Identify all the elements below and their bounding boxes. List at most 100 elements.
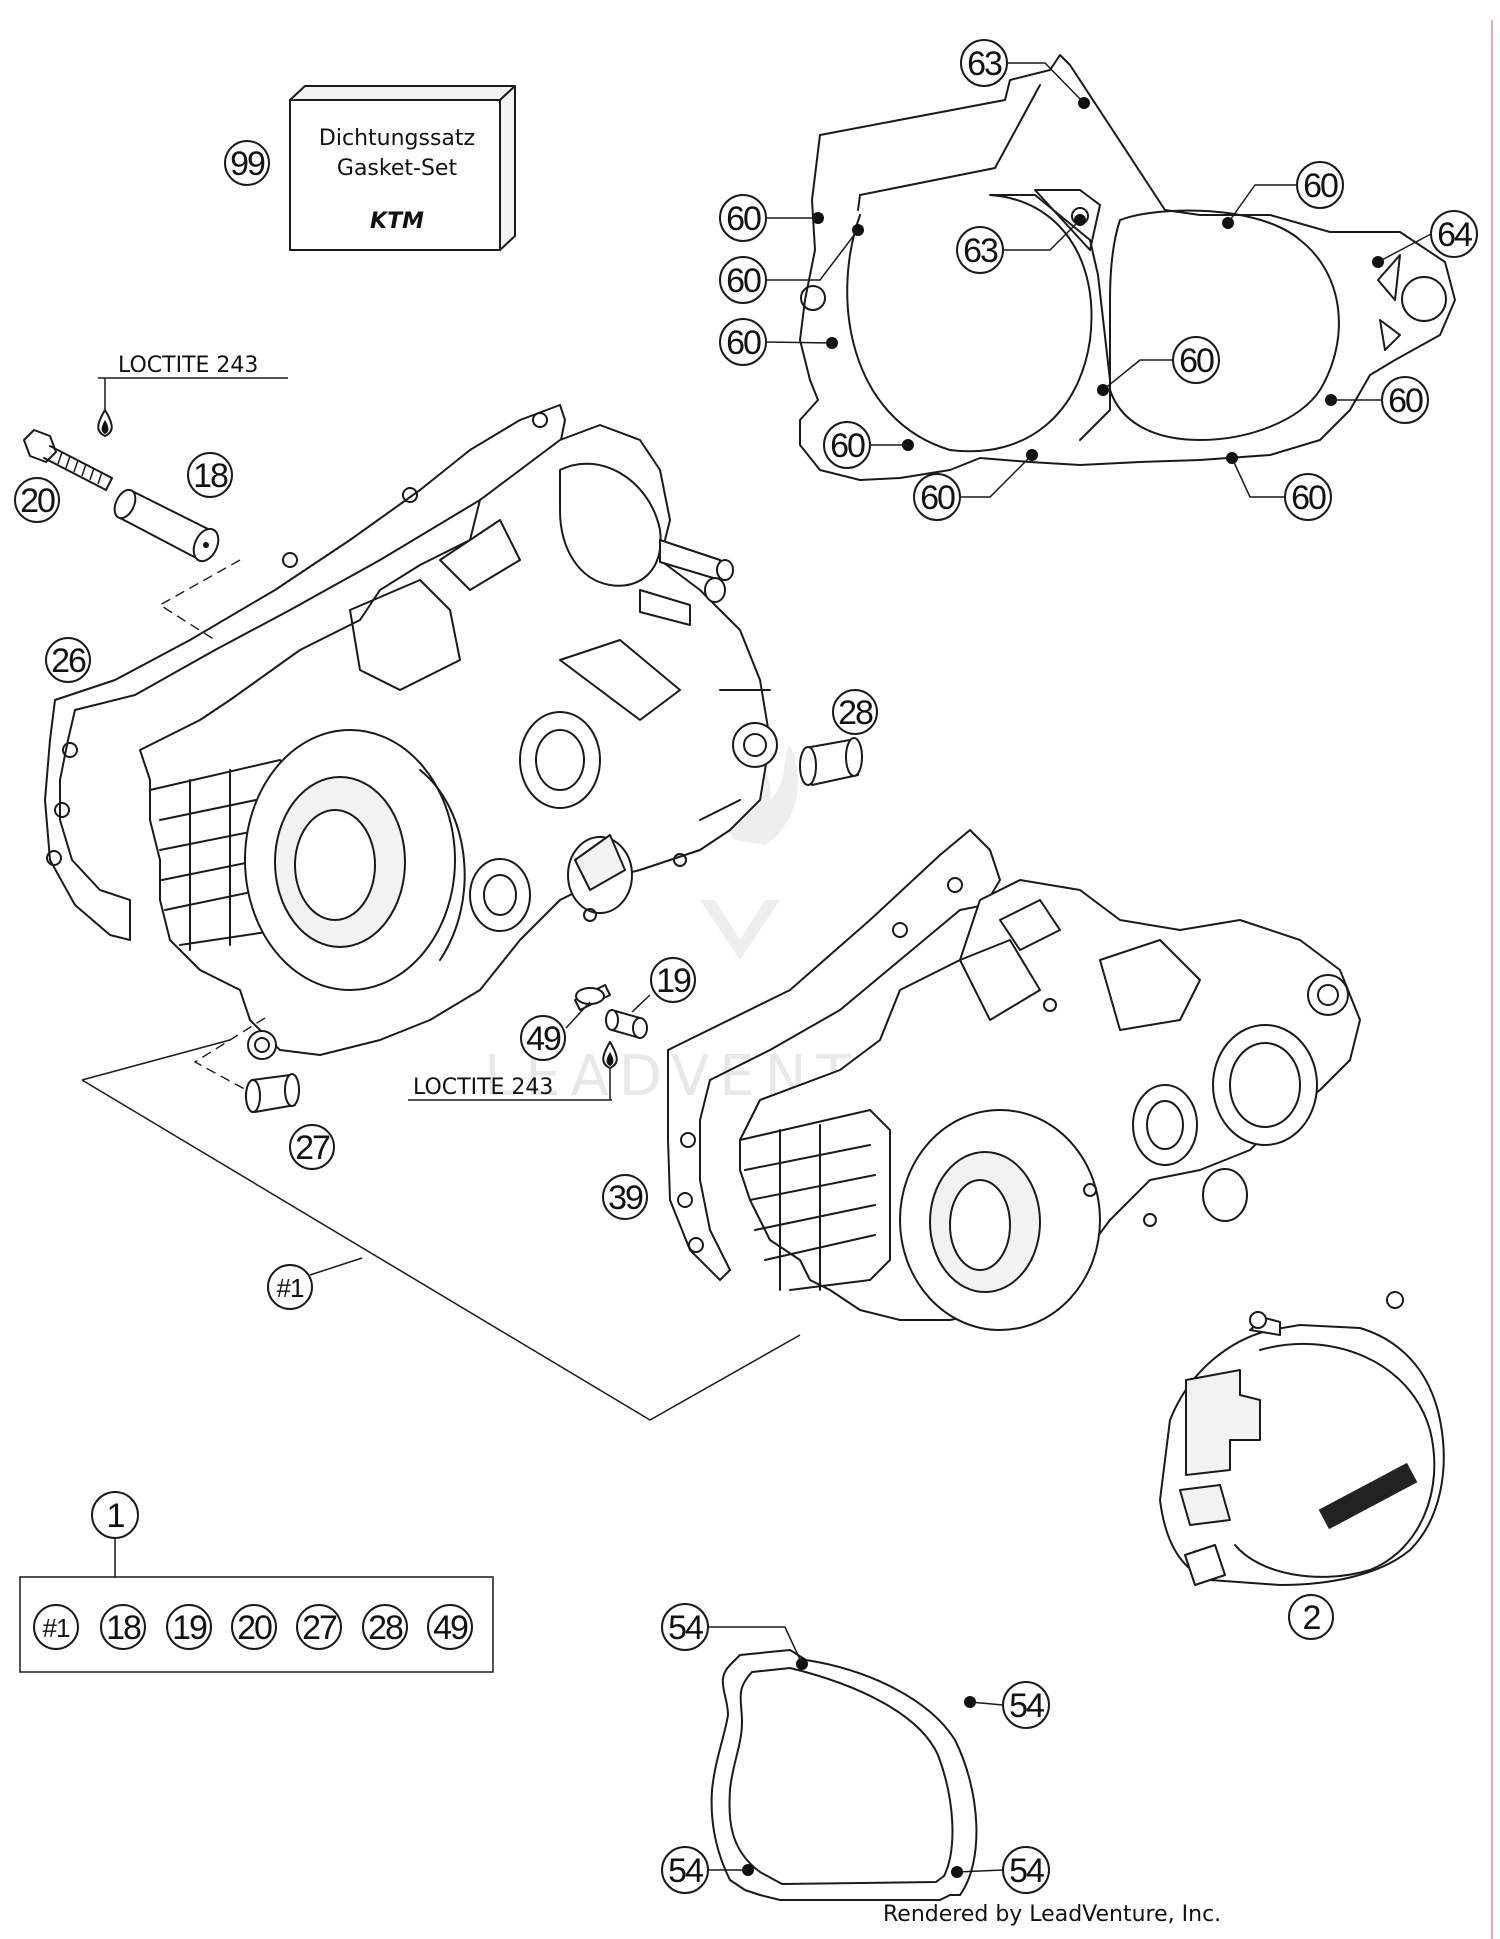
svg-text:26: 26 bbox=[51, 642, 86, 680]
callout-49: 49 bbox=[520, 1015, 566, 1061]
callout-2: 2 bbox=[1288, 1594, 1334, 1640]
callout-63-top: 63 bbox=[960, 39, 1008, 87]
svg-text:63: 63 bbox=[963, 232, 998, 270]
svg-text:27: 27 bbox=[302, 1609, 337, 1647]
callout-60-i: 60 bbox=[1381, 376, 1429, 424]
svg-text:LOCTITE 243: LOCTITE 243 bbox=[413, 1075, 553, 1100]
loctite-label-upper: LOCTITE 243 bbox=[97, 353, 288, 437]
svg-text:1: 1 bbox=[107, 1497, 125, 1535]
svg-text:60: 60 bbox=[1291, 479, 1326, 517]
callout-18: 18 bbox=[187, 452, 233, 498]
svg-text:#1: #1 bbox=[43, 1613, 70, 1643]
svg-text:60: 60 bbox=[830, 427, 865, 465]
kit-item-19: 19 bbox=[166, 1604, 212, 1650]
svg-text:20: 20 bbox=[20, 482, 55, 520]
svg-text:60: 60 bbox=[1388, 382, 1423, 420]
kit-item-28: 28 bbox=[362, 1604, 408, 1650]
callout-60-d: 60 bbox=[823, 421, 871, 469]
svg-text:60: 60 bbox=[726, 262, 761, 300]
svg-text:18: 18 bbox=[193, 457, 228, 495]
svg-text:63: 63 bbox=[967, 45, 1002, 83]
svg-text:60: 60 bbox=[920, 479, 955, 517]
svg-text:19: 19 bbox=[656, 962, 691, 1000]
callout-54-c: 54 bbox=[661, 1846, 709, 1894]
callout-28: 28 bbox=[832, 689, 878, 735]
callout-54-a: 54 bbox=[661, 1603, 709, 1651]
callout-assembly-1: #1 bbox=[267, 1264, 313, 1310]
svg-text:2: 2 bbox=[1303, 1599, 1321, 1637]
svg-text:20: 20 bbox=[237, 1609, 272, 1647]
svg-text:49: 49 bbox=[433, 1609, 468, 1647]
kit-item-1: #1 bbox=[33, 1604, 79, 1650]
callout-39: 39 bbox=[602, 1174, 648, 1220]
svg-text:19: 19 bbox=[172, 1609, 207, 1647]
kit-item-27: 27 bbox=[296, 1604, 342, 1650]
assembly-dash-lower bbox=[193, 1017, 266, 1093]
leaders-ignition-gasket bbox=[708, 1626, 1004, 1873]
ignition-cover bbox=[1159, 1291, 1445, 1586]
svg-text:60: 60 bbox=[1179, 342, 1214, 380]
svg-text:49: 49 bbox=[526, 1020, 561, 1058]
crankcase-gasket-upper bbox=[799, 54, 1456, 481]
bolt-20 bbox=[23, 429, 113, 491]
assembly-bracket bbox=[81, 1039, 801, 1421]
callout-26: 26 bbox=[45, 637, 91, 683]
callout-60-b: 60 bbox=[719, 256, 767, 304]
callout-64: 64 bbox=[1430, 210, 1478, 258]
gasket-set-title-de: Dichtungssatz bbox=[319, 126, 475, 151]
crankcase-gasket-right bbox=[667, 829, 1001, 1281]
svg-text:99: 99 bbox=[230, 145, 265, 183]
callout-63-mid: 63 bbox=[956, 226, 1004, 274]
callout-60-f: 60 bbox=[1296, 161, 1344, 209]
svg-text:28: 28 bbox=[838, 694, 873, 732]
crankcase-half-left bbox=[139, 424, 778, 1060]
plug-19 bbox=[605, 1009, 648, 1039]
bushing-18 bbox=[113, 488, 220, 563]
svg-text:60: 60 bbox=[1303, 167, 1338, 205]
callout-54-b: 54 bbox=[1002, 1681, 1050, 1729]
callout-99: 99 bbox=[224, 140, 270, 186]
ignition-cover-gasket bbox=[710, 1649, 978, 1901]
svg-text:18: 18 bbox=[106, 1609, 141, 1647]
kit-item-20: 20 bbox=[231, 1604, 277, 1650]
svg-text:60: 60 bbox=[726, 324, 761, 362]
leaders-upper-gasket bbox=[765, 62, 1432, 498]
callout-27: 27 bbox=[289, 1124, 335, 1170]
svg-text:#1: #1 bbox=[277, 1273, 304, 1303]
svg-text:54: 54 bbox=[668, 1852, 703, 1890]
callout-60-c: 60 bbox=[719, 318, 767, 366]
gasket-set-title-en: Gasket-Set bbox=[337, 156, 458, 181]
bushing-28 bbox=[799, 737, 863, 786]
dowel-27 bbox=[245, 1073, 300, 1113]
callout-60-h: 60 bbox=[1284, 473, 1332, 521]
crankcase-gasket-left bbox=[44, 404, 566, 941]
callout-60-e: 60 bbox=[913, 473, 961, 521]
svg-text:64: 64 bbox=[1437, 216, 1472, 254]
assembly-dash-upper bbox=[158, 559, 241, 641]
kit-item-49: 49 bbox=[427, 1604, 473, 1650]
leader-19 bbox=[631, 994, 651, 1013]
callout-54-d: 54 bbox=[1002, 1846, 1050, 1894]
callout-19: 19 bbox=[650, 957, 696, 1003]
svg-text:60: 60 bbox=[726, 200, 761, 238]
svg-text:LOCTITE 243: LOCTITE 243 bbox=[118, 353, 258, 378]
callout-20: 20 bbox=[14, 477, 60, 523]
svg-text:27: 27 bbox=[295, 1129, 330, 1167]
callout-60-a: 60 bbox=[719, 194, 767, 242]
svg-text:54: 54 bbox=[1009, 1687, 1044, 1725]
leader-1 bbox=[309, 1257, 363, 1276]
svg-text:54: 54 bbox=[1009, 1852, 1044, 1890]
callout-60-g: 60 bbox=[1172, 336, 1220, 384]
svg-text:39: 39 bbox=[608, 1179, 643, 1217]
svg-text:28: 28 bbox=[368, 1609, 403, 1647]
leader-49 bbox=[565, 1001, 591, 1029]
ktm-logo: KTM bbox=[370, 209, 424, 234]
svg-text:54: 54 bbox=[668, 1609, 703, 1647]
callout-kit-1: 1 bbox=[91, 1491, 139, 1577]
kit-item-18: 18 bbox=[100, 1604, 146, 1650]
gasket-set-box: Dichtungssatz Gasket-Set KTM bbox=[289, 85, 516, 251]
loctite-label-lower: LOCTITE 243 bbox=[408, 1041, 618, 1101]
credit-text: Rendered by LeadVenture, Inc. bbox=[883, 1902, 1221, 1927]
kit-contents-box: #1 18 19 20 27 28 49 bbox=[19, 1576, 494, 1673]
